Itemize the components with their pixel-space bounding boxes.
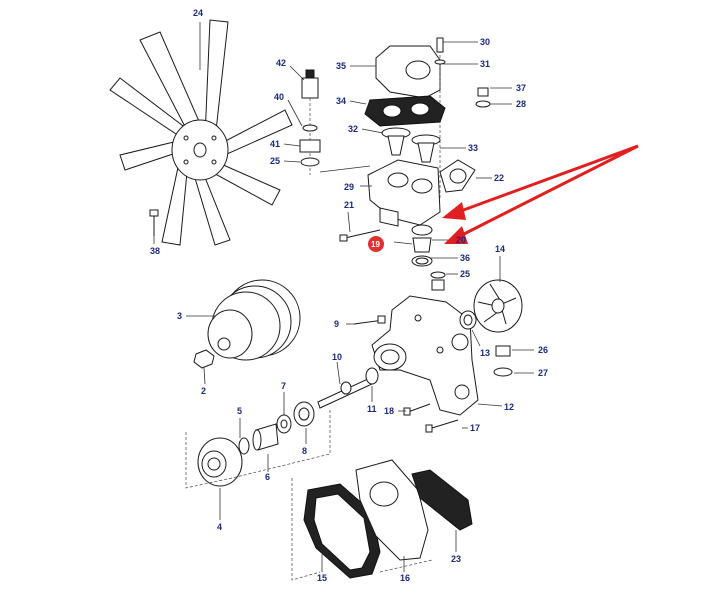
- gasket-23: [411, 469, 473, 552]
- label-38: 38: [150, 246, 160, 256]
- pulley-3: [186, 279, 301, 361]
- label-21: 21: [344, 200, 354, 210]
- label-7: 7: [281, 381, 286, 391]
- spacer-7: [276, 414, 292, 434]
- label-18: 18: [384, 406, 394, 416]
- label-8: 8: [302, 446, 307, 456]
- label-9: 9: [334, 319, 339, 329]
- label-25-lower: 25: [460, 269, 470, 279]
- plug-37-28: [475, 87, 512, 108]
- label-34: 34: [336, 96, 346, 106]
- label-42: 42: [276, 58, 286, 68]
- label-4: 4: [217, 522, 222, 532]
- fan-blade-assembly: [109, 19, 293, 246]
- label-14: 14: [495, 244, 505, 254]
- label-5: 5: [237, 406, 242, 416]
- water-pump-body-12: [371, 295, 503, 416]
- impeller-14: [473, 256, 523, 333]
- label-37: 37: [516, 83, 526, 93]
- bearing-8: [293, 401, 315, 427]
- callout-labels: 24 38 42 40 41 25 35 34 32 29 21 30 31 3…: [150, 8, 548, 583]
- label-30: 30: [480, 37, 490, 47]
- shaft-assembly: [219, 361, 379, 520]
- label-29: 29: [344, 182, 354, 192]
- label-22: 22: [494, 173, 504, 183]
- label-10: 10: [332, 352, 342, 362]
- label-36: 36: [460, 253, 470, 263]
- label-24: 24: [193, 8, 203, 18]
- ring-5: [238, 437, 250, 455]
- label-3: 3: [177, 311, 182, 321]
- label-6: 6: [265, 472, 270, 482]
- label-40: 40: [274, 92, 284, 102]
- seal-13: [459, 310, 481, 347]
- gasket-15: [303, 483, 381, 579]
- callout-arrows: [442, 144, 639, 244]
- highlight-badge-19: [368, 236, 384, 252]
- bolts-17-18: [398, 403, 468, 433]
- label-35: 35: [336, 61, 346, 71]
- label-12: 12: [504, 402, 514, 412]
- gasket-22: [439, 159, 492, 193]
- gasket-34: [349, 95, 446, 127]
- pulley-4: [197, 437, 243, 487]
- temperature-sender-stack: [283, 65, 321, 175]
- label-41: 41: [270, 139, 280, 149]
- label-32: 32: [348, 124, 358, 134]
- bolt-21: [339, 211, 381, 242]
- label-11: 11: [367, 404, 377, 414]
- label-28: 28: [516, 99, 526, 109]
- label-23: 23: [451, 554, 461, 564]
- thermostat-cover-35: [350, 37, 478, 200]
- thermostat-housing-29: [319, 159, 441, 227]
- washer-25-lower: [430, 271, 458, 291]
- label-15: 15: [317, 573, 327, 583]
- bolt-9: [346, 315, 386, 325]
- label-33: 33: [468, 143, 478, 153]
- label-19: 19: [371, 240, 380, 249]
- label-26: 26: [538, 345, 548, 355]
- label-20: 20: [456, 235, 466, 245]
- label-25-upper: 25: [270, 156, 280, 166]
- thermostats-32-33: [361, 127, 466, 163]
- seal-rings-19-20-36: [368, 224, 458, 267]
- label-31: 31: [480, 59, 490, 69]
- label-2: 2: [201, 386, 206, 396]
- bolt-38: [149, 209, 159, 244]
- label-13: 13: [480, 348, 490, 358]
- sleeve-6: [252, 423, 279, 451]
- nut-2: [193, 349, 215, 385]
- label-16: 16: [400, 573, 410, 583]
- label-17: 17: [470, 423, 480, 433]
- pump-cover-16: [355, 459, 429, 572]
- assembly-dashed-frames: [185, 408, 433, 581]
- plug-26-washer-27: [493, 345, 534, 377]
- label-27: 27: [538, 368, 548, 378]
